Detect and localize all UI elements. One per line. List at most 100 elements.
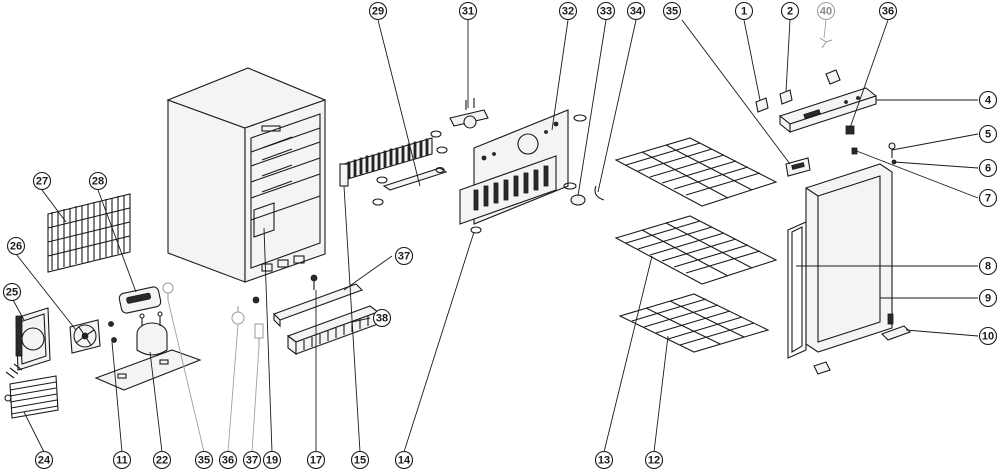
callout-number: 19 <box>266 455 278 467</box>
callout-33: 33 <box>596 1 616 21</box>
callout-number: 40 <box>820 6 832 18</box>
callout-circle <box>594 450 614 470</box>
lock-bracket <box>845 125 855 135</box>
callout-circle <box>816 1 836 21</box>
fan-bracket <box>15 307 51 371</box>
lower-vent-panel <box>459 155 557 225</box>
callout-25: 25 <box>2 282 22 302</box>
callout-number: 37 <box>246 455 258 467</box>
callout-circle <box>372 308 392 328</box>
callout-circle <box>458 1 478 21</box>
door-hinge-bottom <box>881 313 911 341</box>
callout-circle <box>88 171 108 191</box>
wire-shelf-top <box>614 137 778 207</box>
callout-14: 14 <box>394 450 414 470</box>
callout-40: 40 <box>816 1 836 21</box>
callout-7: 7 <box>978 188 998 208</box>
callout-29: 29 <box>368 1 388 21</box>
leveling-foot-ghost <box>254 323 264 346</box>
callout-number: 2 <box>787 6 793 18</box>
callout-circle <box>394 246 414 266</box>
callout-circle <box>978 288 998 308</box>
callout-number: 27 <box>36 176 48 188</box>
callout-34: 34 <box>626 1 646 21</box>
callout-number: 14 <box>398 455 411 467</box>
kick-plate-top <box>273 283 363 328</box>
callout-circle <box>6 236 26 256</box>
condenser-coil <box>47 193 131 273</box>
callout-15: 15 <box>350 450 370 470</box>
callout-circle <box>2 282 22 302</box>
callout-circle <box>734 1 754 21</box>
callout-35: 35 <box>194 450 214 470</box>
callout-32: 32 <box>558 1 578 21</box>
callout-6: 6 <box>978 158 998 178</box>
compressor <box>136 311 168 356</box>
clips <box>372 130 448 206</box>
callout-circle <box>978 188 998 208</box>
callout-number: 29 <box>372 6 384 18</box>
callout-circle <box>262 450 282 470</box>
callout-number: 11 <box>116 455 128 467</box>
callout-circle <box>644 450 664 470</box>
control-panel <box>778 87 878 134</box>
callout-number: 37 <box>398 251 410 263</box>
display-module <box>785 157 811 177</box>
callout-number: 15 <box>354 455 366 467</box>
callout-circle <box>306 450 326 470</box>
thermostat <box>449 98 489 129</box>
leveling-leg-ghost <box>162 282 174 300</box>
callout-number: 17 <box>310 455 322 467</box>
callout-31: 31 <box>458 1 478 21</box>
callout-number: 31 <box>462 6 474 18</box>
callout-5: 5 <box>978 124 998 144</box>
callout-circle <box>350 450 370 470</box>
callout-circle <box>978 326 998 346</box>
callout-number: 36 <box>882 6 894 18</box>
callout-number: 38 <box>376 313 388 325</box>
hinge-brackets <box>755 69 841 113</box>
mounting-screws <box>108 321 117 343</box>
callout-number: 10 <box>982 331 994 343</box>
callout-circle <box>558 1 578 21</box>
callout-circle <box>596 1 616 21</box>
callout-number: 35 <box>198 455 210 467</box>
door-panel <box>805 163 893 353</box>
callout-circle <box>34 450 54 470</box>
callout-circle <box>780 1 800 21</box>
callout-circle <box>194 450 214 470</box>
kick-plate-front <box>286 305 380 356</box>
callout-circle <box>978 90 998 110</box>
condenser-fan <box>69 319 101 354</box>
callout-number: 4 <box>985 95 992 107</box>
callout-37: 37 <box>394 246 414 266</box>
callout-number: 12 <box>648 455 660 467</box>
callout-1: 1 <box>734 1 754 21</box>
callout-number: 28 <box>92 176 104 188</box>
callout-number: 8 <box>985 261 991 273</box>
callout-27: 27 <box>32 171 52 191</box>
callout-circle <box>978 158 998 178</box>
callout-number: 36 <box>222 455 234 467</box>
callout-circle <box>978 124 998 144</box>
compressor-base-plate <box>94 349 202 391</box>
callout-28: 28 <box>88 171 108 191</box>
callout-number: 34 <box>630 6 643 18</box>
callout-number: 7 <box>985 193 991 205</box>
callout-number: 24 <box>38 455 51 467</box>
drain-pan <box>118 286 162 314</box>
cabinet-body <box>166 67 327 283</box>
callout-circle <box>878 1 898 21</box>
door-spring <box>594 185 605 201</box>
callout-circle <box>368 1 388 21</box>
wire-shelf-middle <box>614 215 778 285</box>
callout-number: 35 <box>666 6 678 18</box>
callout-9: 9 <box>978 288 998 308</box>
callout-36: 36 <box>218 450 238 470</box>
callout-circle <box>242 450 262 470</box>
callout-number: 9 <box>985 293 991 305</box>
callout-circle <box>152 450 172 470</box>
callout-number: 25 <box>6 287 18 299</box>
callout-4: 4 <box>978 90 998 110</box>
